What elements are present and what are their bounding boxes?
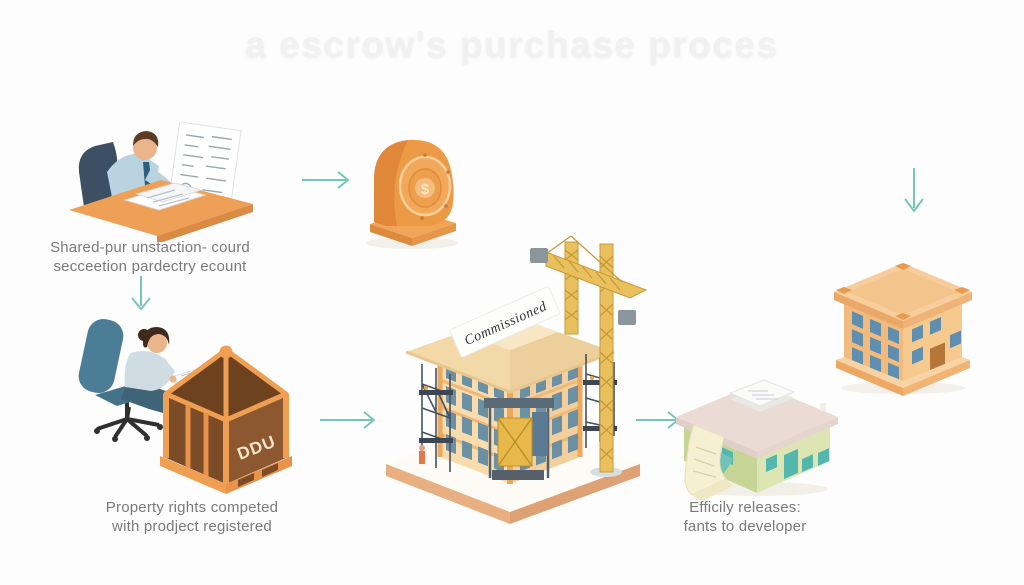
ddu-crate-icon: DDU [160, 345, 292, 494]
page-title: a escrow's purchase proces [245, 24, 779, 65]
crate-posts [163, 394, 289, 484]
crane-right-mast [599, 243, 614, 473]
escrow-safe-icon: $ [366, 139, 458, 249]
crane-counterweight-right [618, 310, 636, 325]
step4-caption-line2: fants to developer [683, 518, 807, 535]
step4-caption-line1: Efficily releases: [689, 499, 801, 516]
payment-scroll [684, 424, 734, 500]
roof-corner-blocks [836, 263, 970, 320]
step2-caption-line2: with prodject registered [112, 518, 272, 535]
step1-caption-line2: secceetion pardectry ecount [53, 258, 247, 275]
step4-caption: Efficily releases: fants to developer [645, 498, 845, 536]
arrow-right-icon [320, 411, 376, 429]
dollar-sign: $ [421, 181, 430, 198]
crane-counterweight-left [530, 248, 548, 263]
crate-slats [185, 405, 209, 476]
chair-back [78, 319, 124, 393]
crate-roof-frame [163, 347, 289, 423]
step2-caption: Property rights competed with prodject r… [72, 498, 312, 536]
commissioned-building-illustration: Commissioned [386, 235, 648, 524]
buyer-at-desk-illustration [69, 122, 253, 242]
construction-lift [484, 398, 554, 480]
document-stack [728, 379, 796, 412]
funds-release-office-illustration [676, 379, 838, 500]
scaffolding-left [419, 364, 453, 472]
step1-caption-line1: Shared-pur unstaction- courd [50, 239, 250, 256]
step2-caption-line1: Property rights competed [105, 499, 279, 516]
arrow-down-icon [131, 276, 151, 311]
office-door [784, 448, 798, 480]
completed-building-illustration [834, 263, 972, 396]
office-roof [676, 383, 838, 452]
crane-left-mast [564, 241, 579, 335]
papers-on-desk [123, 182, 207, 211]
arrow-down-icon [904, 168, 924, 213]
crane-jib [545, 235, 648, 299]
worker-figure [419, 445, 425, 464]
registrar-in-chair-illustration [78, 319, 217, 442]
step1-caption: Shared-pur unstaction- courd secceetion … [30, 238, 270, 276]
arrow-right-icon [302, 171, 350, 189]
